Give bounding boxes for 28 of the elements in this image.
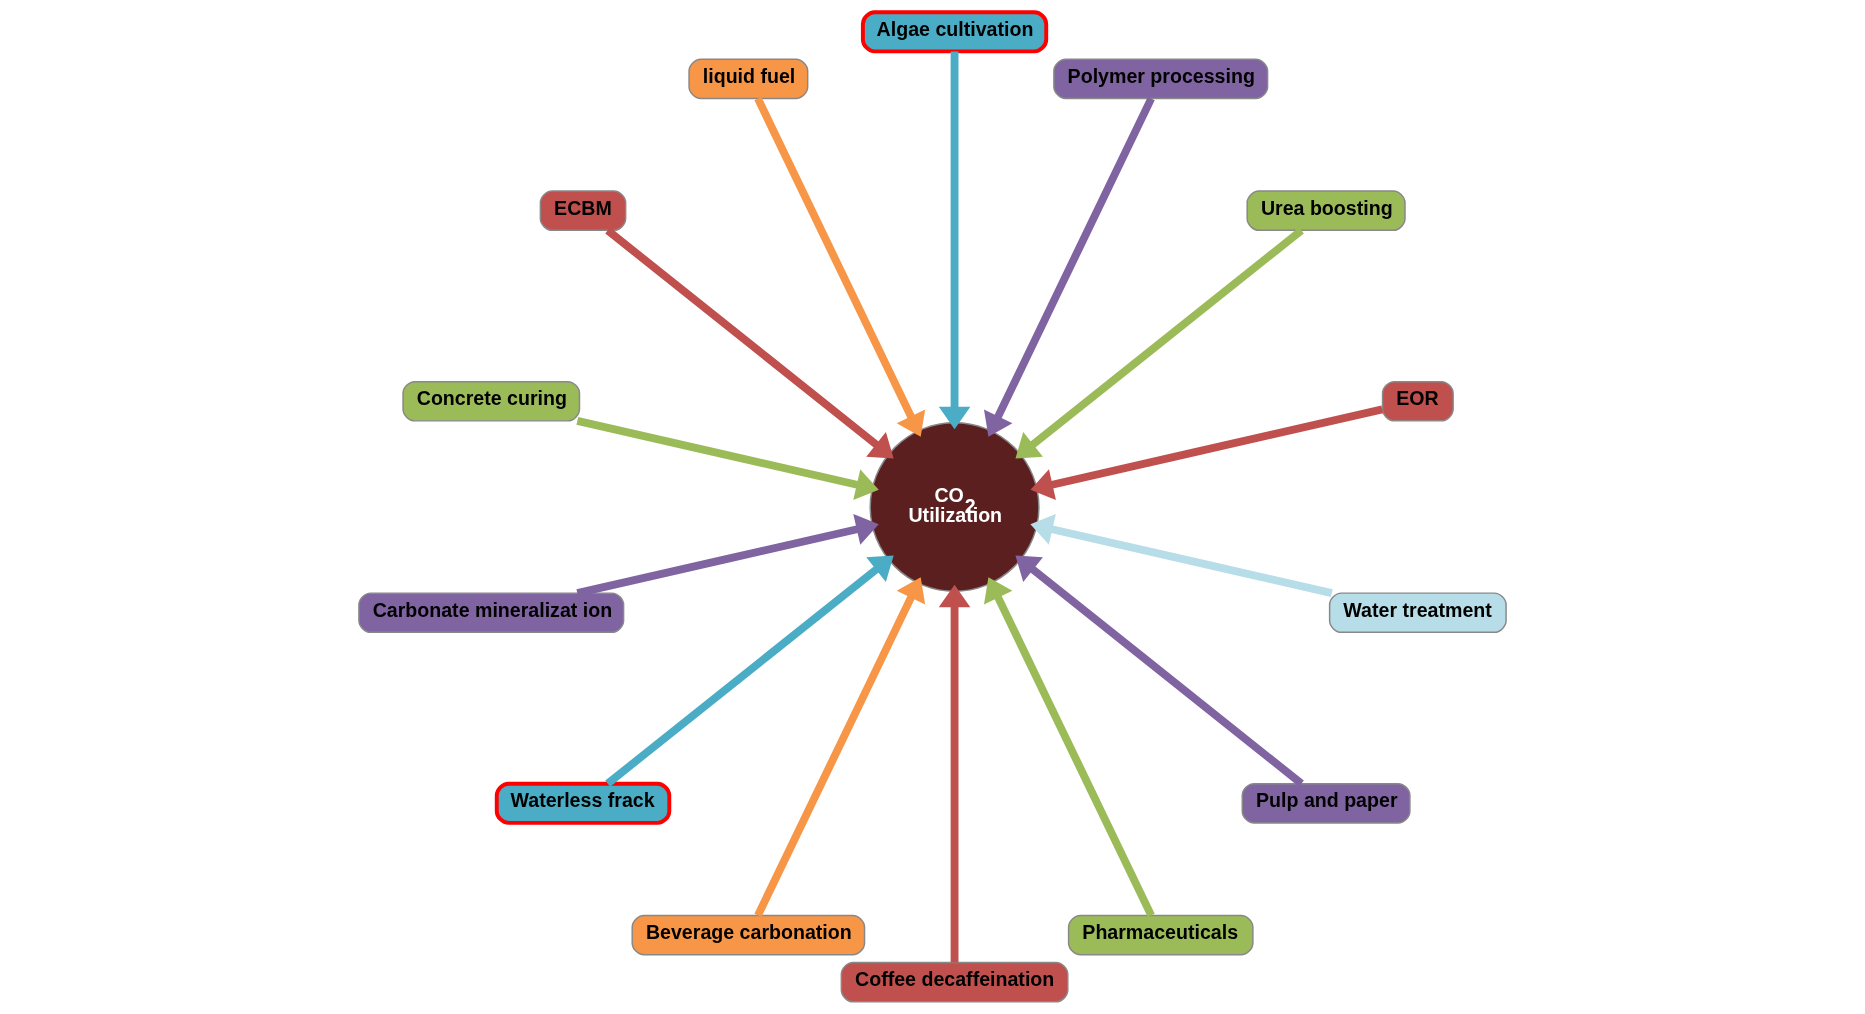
arrow	[983, 577, 1155, 918]
arrow	[1030, 513, 1333, 597]
arrow	[576, 513, 879, 597]
arrow	[1015, 555, 1304, 787]
node-box: Beverage carbonation	[631, 914, 866, 956]
arrow	[754, 577, 926, 918]
arrow	[605, 227, 894, 459]
arrow	[576, 417, 879, 501]
node-box: ECBM	[539, 190, 627, 232]
arrow	[983, 96, 1155, 437]
node-box: Water treatment	[1328, 592, 1507, 634]
arrow	[754, 96, 926, 437]
node-box: Waterless frack	[494, 781, 672, 825]
arrow	[1030, 405, 1384, 500]
arrow	[605, 555, 894, 787]
node-box: Urea boosting	[1246, 190, 1406, 232]
node-box: EOR	[1381, 380, 1454, 422]
node-box: Concrete curing	[402, 380, 581, 422]
node-box: Algae cultivation	[860, 10, 1049, 54]
node-box: liquid fuel	[688, 58, 809, 100]
node-box: Pulp and paper	[1241, 782, 1411, 824]
node-box: Pharmaceuticals	[1067, 914, 1254, 956]
node-box: Carbonate mineralizat ion	[358, 592, 625, 634]
node-box: Polymer processing	[1053, 58, 1269, 100]
arrow	[1015, 227, 1304, 459]
node-box: Coffee decaffeination	[840, 961, 1069, 1003]
arrow	[938, 584, 971, 963]
arrow	[938, 51, 971, 430]
